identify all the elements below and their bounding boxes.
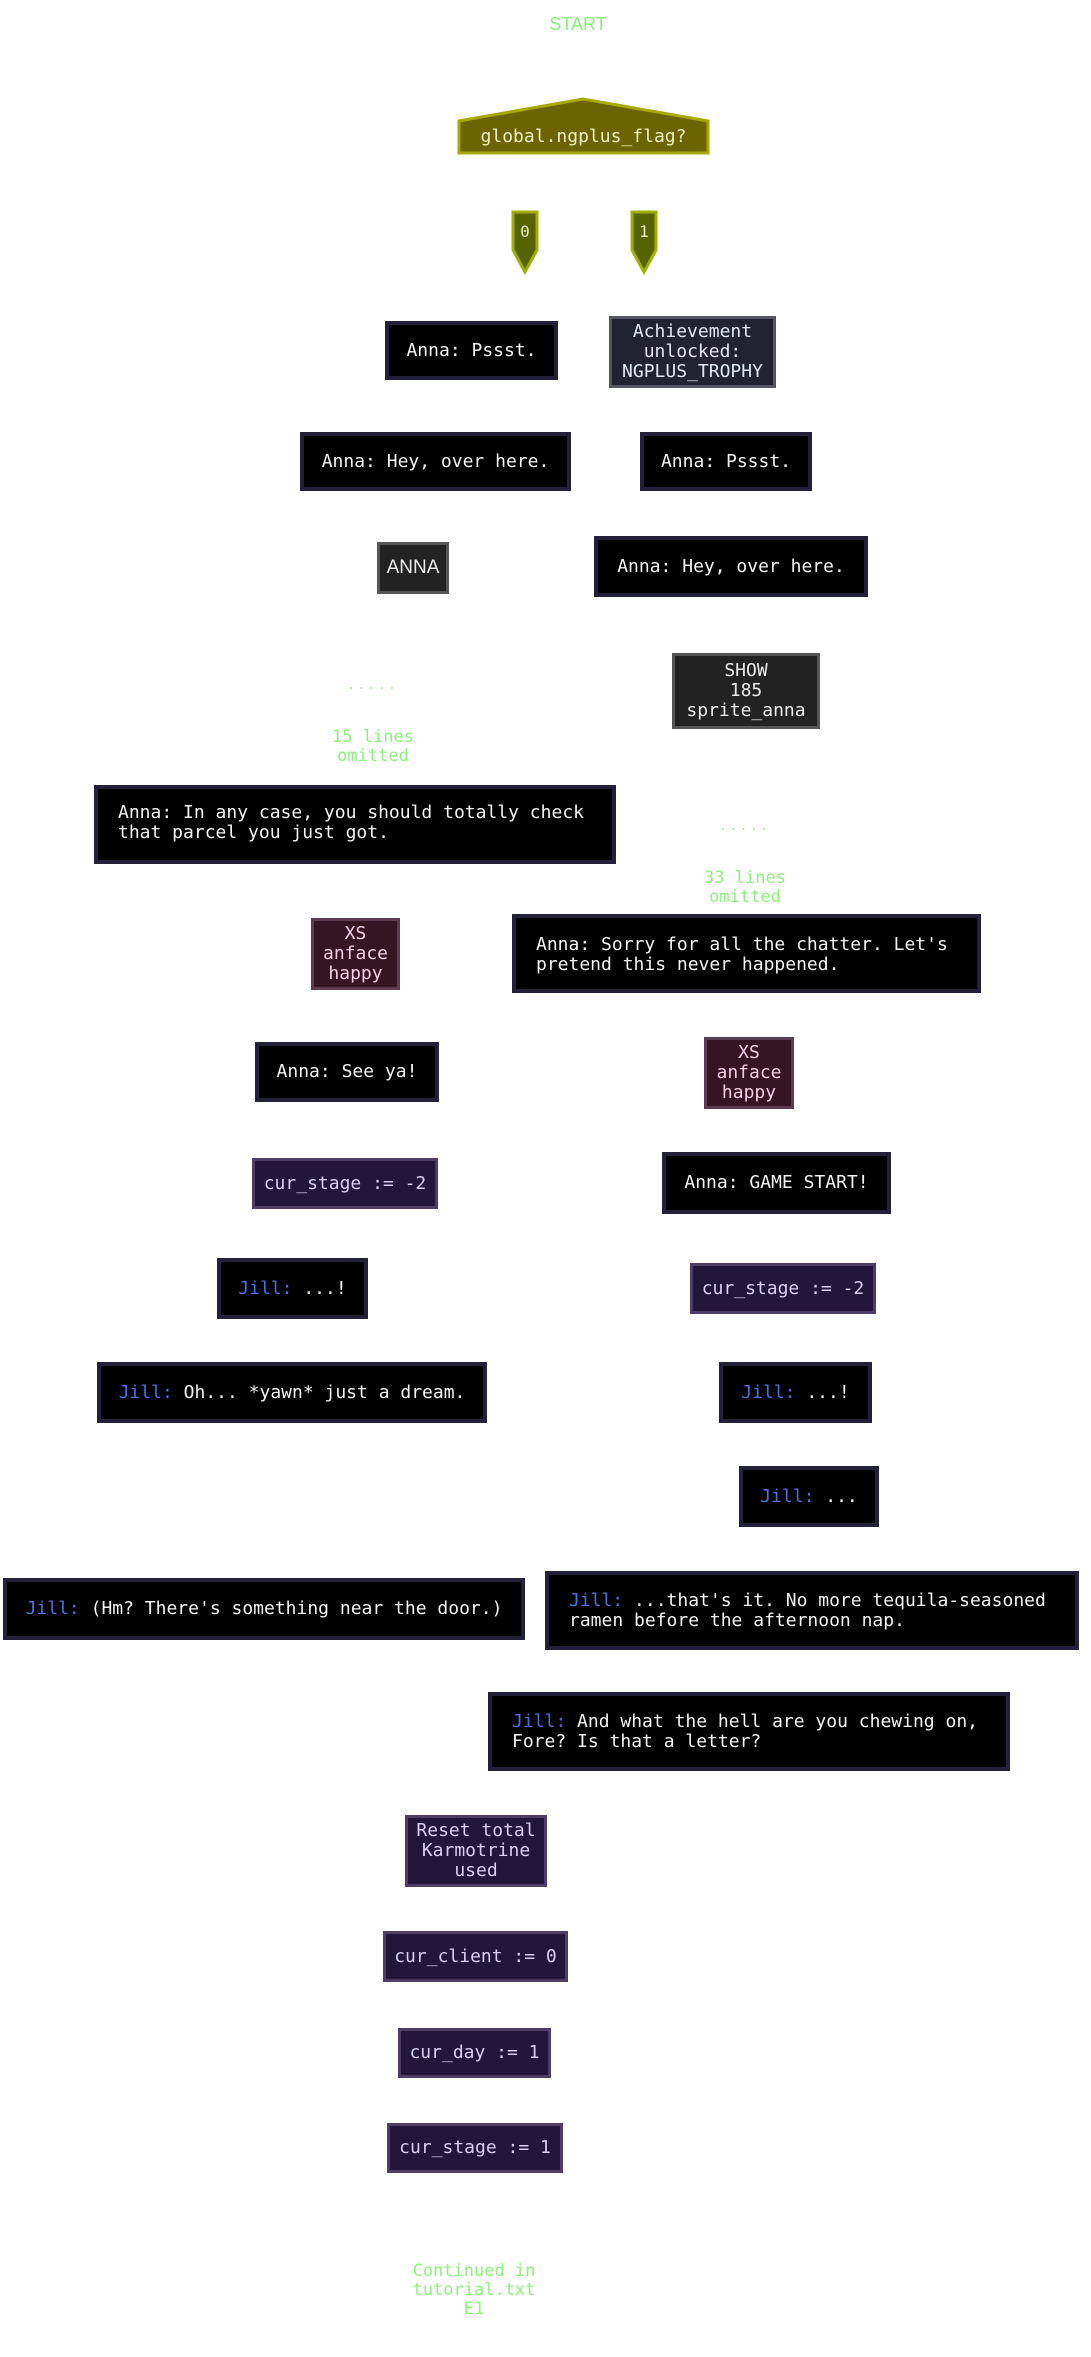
speaker-name: Jill: xyxy=(512,1711,567,1732)
dialog-text: Oh... *yawn* just a dream. xyxy=(172,1381,466,1403)
dialog-text: See ya! xyxy=(330,1061,418,1082)
dialog-node[interactable]: Jill: ... xyxy=(739,1466,879,1527)
dialog-node[interactable]: Jill: Oh... *yawn* just a dream. xyxy=(97,1362,487,1423)
speaker-name: Jill: xyxy=(569,1590,624,1611)
assignment-label: cur_stage := 1 xyxy=(399,2137,551,2158)
assignment-node[interactable]: cur_day := 1 xyxy=(398,2028,551,2078)
dialog-text: In any case, you should totally check th… xyxy=(118,802,584,843)
dialog-text: ... xyxy=(814,1485,858,1507)
speaker-name: Anna: xyxy=(536,934,591,955)
speaker-name: Anna: xyxy=(406,339,461,361)
dialog-text: Sorry for all the chatter. Let's pretend… xyxy=(536,934,948,975)
ellipsis-dots: ..... xyxy=(719,819,771,833)
achievement-label: Achievement unlocked: NGPLUS_TROPHY xyxy=(622,321,763,382)
omitted-lines-text: 33 lines omitted xyxy=(704,868,786,907)
reset-karmotrine-node[interactable]: Reset total Karmotrine used xyxy=(405,1815,547,1887)
branch-0-label: 0 xyxy=(520,222,530,241)
assignment-label: cur_client := 0 xyxy=(394,1945,557,1967)
expression-label: XS anface happy xyxy=(716,1042,782,1103)
speaker-name: Anna: xyxy=(321,450,376,472)
expression-label: XS anface happy xyxy=(322,923,389,984)
dialog-node[interactable]: Jill: ...that's it. No more tequila-seas… xyxy=(545,1571,1079,1650)
dialog-text: Pssst. xyxy=(715,450,792,472)
speaker-name: Jill: xyxy=(238,1277,293,1299)
dialog-node[interactable]: Anna: GAME START! xyxy=(662,1152,891,1214)
decision-node-shape[interactable] xyxy=(457,97,710,155)
decision-node-label: global.ngplus_flag? xyxy=(480,126,687,147)
speaker-tag-node[interactable]: ANNA xyxy=(377,542,449,594)
assignment-node[interactable]: cur_stage := 1 xyxy=(387,2123,563,2173)
dialog-text: Pssst. xyxy=(460,339,537,361)
speaker-name: Anna: xyxy=(684,1172,739,1193)
dialog-text: GAME START! xyxy=(738,1172,869,1193)
dialog-node[interactable]: Jill: ...! xyxy=(719,1362,872,1423)
assignment-node[interactable]: cur_stage := -2 xyxy=(252,1158,438,1209)
dialog-text: Hey, over here. xyxy=(671,555,845,577)
continuation-text: Continued in tutorial.txt E1 xyxy=(412,2261,536,2319)
achievement-node[interactable]: Achievement unlocked: NGPLUS_TROPHY xyxy=(609,316,776,388)
dialog-text: ...that's it. No more tequila-seasoned r… xyxy=(569,1590,1046,1631)
dialog-node[interactable]: Jill: ...! xyxy=(217,1258,368,1319)
dialog-text: (Hm? There's something near the door.) xyxy=(79,1598,503,1619)
assignment-label: cur_day := 1 xyxy=(409,2042,540,2063)
speaker-name: Jill: xyxy=(118,1381,173,1403)
dialog-text: ...! xyxy=(292,1277,347,1299)
speaker-name: Anna: xyxy=(276,1061,331,1082)
speaker-name: Anna: xyxy=(660,450,716,472)
dialog-node[interactable]: Anna: In any case, you should totally ch… xyxy=(94,785,616,864)
dialog-node[interactable]: Anna: Pssst. xyxy=(385,321,558,380)
expression-node[interactable]: XS anface happy xyxy=(311,918,400,990)
omitted-lines-text: 15 lines omitted xyxy=(332,727,414,766)
assignment-label: Reset total Karmotrine used xyxy=(416,1820,536,1881)
speaker-tag-label: ANNA xyxy=(386,557,440,578)
dialog-text: ...! xyxy=(795,1381,850,1403)
continuation-note[interactable]: Continued in tutorial.txt E1 xyxy=(394,2224,554,2357)
expression-node[interactable]: XS anface happy xyxy=(704,1037,794,1109)
dialog-node[interactable]: Anna: Hey, over here. xyxy=(300,432,571,491)
branch-1-label: 1 xyxy=(639,222,649,241)
show-sprite-label: SHOW 185 sprite_anna xyxy=(686,660,806,721)
ellipsis-dots: ..... xyxy=(347,678,399,692)
dialog-node[interactable]: Anna: Pssst. xyxy=(640,432,812,491)
assignment-label: cur_stage := -2 xyxy=(263,1172,427,1194)
assignment-node[interactable]: cur_stage := -2 xyxy=(690,1263,876,1314)
dialog-node[interactable]: Anna: Sorry for all the chatter. Let's p… xyxy=(512,914,981,993)
dialog-text: And what the hell are you chewing on, Fo… xyxy=(512,1711,978,1752)
speaker-name: Jill: xyxy=(25,1598,80,1619)
decision-shapes xyxy=(457,97,710,276)
speaker-name: Jill: xyxy=(760,1485,815,1507)
dialog-node[interactable]: Anna: See ya! xyxy=(255,1042,439,1102)
branch-1-shape[interactable] xyxy=(630,210,658,276)
dialog-node[interactable]: Jill: And what the hell are you chewing … xyxy=(488,1692,1010,1771)
speaker-name: Jill: xyxy=(741,1381,796,1403)
start-label: START xyxy=(549,14,607,34)
dialog-node[interactable]: Anna: Hey, over here. xyxy=(594,536,868,597)
speaker-name: Anna: xyxy=(617,555,672,577)
dialog-node[interactable]: Jill: (Hm? There's something near the do… xyxy=(3,1578,525,1640)
dialog-text: Hey, over here. xyxy=(375,450,550,472)
assignment-node[interactable]: cur_client := 0 xyxy=(383,1931,568,1982)
speaker-name: Anna: xyxy=(118,802,173,823)
assignment-label: cur_stage := -2 xyxy=(701,1277,865,1299)
branch-0-shape[interactable] xyxy=(511,210,539,276)
show-sprite-node[interactable]: SHOW 185 sprite_anna xyxy=(672,653,820,729)
